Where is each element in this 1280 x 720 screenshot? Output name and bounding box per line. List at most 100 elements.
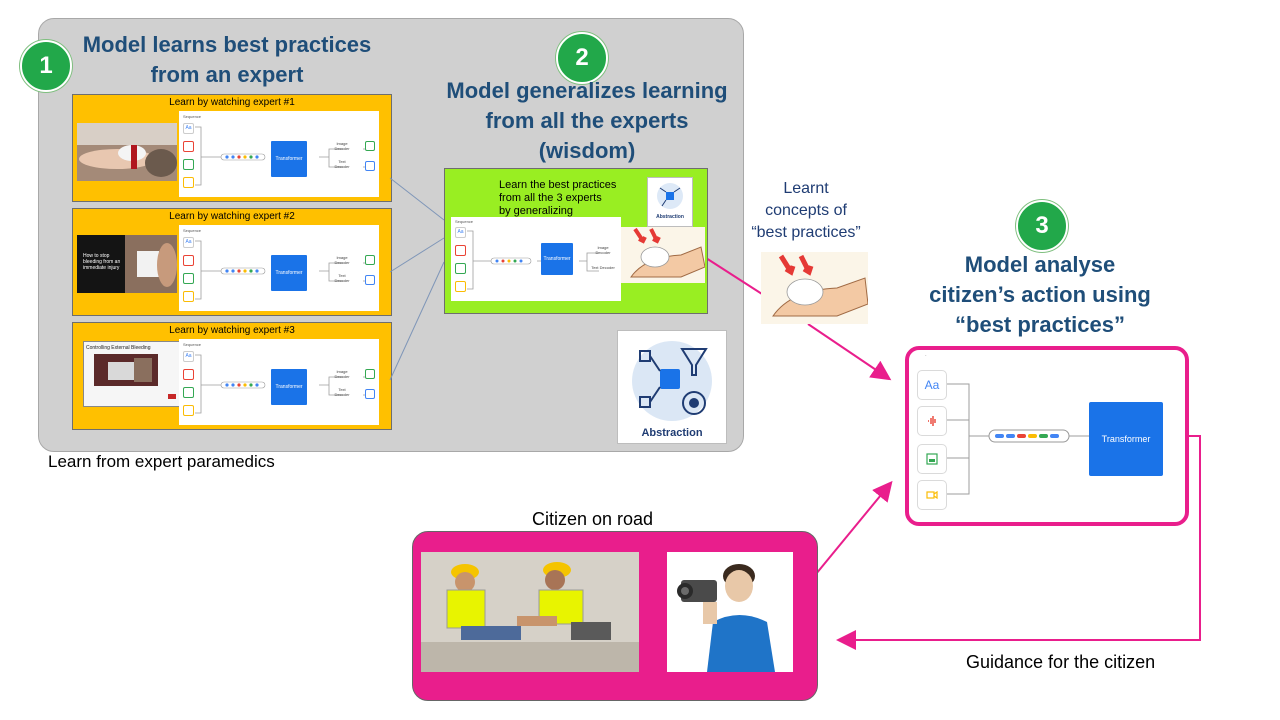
step3-line3: “best practices”: [955, 312, 1125, 337]
abstraction-label: Abstraction: [641, 427, 703, 439]
image-decoder-label: Image Decoder: [595, 245, 611, 255]
generalize-transformer: Transformer: [541, 243, 573, 275]
generalize-panel: Sequence Aa Transformer Image Decoder Te…: [444, 168, 708, 314]
funnel-icon: [680, 348, 708, 376]
audio-icon: [183, 255, 194, 266]
output-image-icon: [365, 369, 375, 379]
dressing-photo-icon: [77, 235, 177, 293]
generalize-text: Learn the best practices from all the 3 …: [499, 179, 649, 218]
mini-abstraction-label: Abstraction: [656, 214, 684, 220]
mini-diagram-3: Sequence Aa Transformer Image Decoder Te…: [179, 339, 379, 425]
text-icon: Aa: [183, 123, 194, 134]
guidance-caption: Guidance for the citizen: [966, 652, 1156, 672]
video-icon: [183, 291, 194, 302]
text-icon: Aa: [917, 370, 947, 400]
generalize-line3: by generalizing: [499, 205, 573, 217]
sequence-label: Sequence: [455, 219, 474, 224]
image-decoder-label: Image Decoder: [334, 255, 350, 265]
text-icon: Aa: [183, 237, 194, 248]
model-connectors: [947, 383, 1089, 495]
citizen-caption: Citizen on road: [532, 509, 654, 529]
video-icon: [917, 480, 947, 510]
learnt-line1: Learnt: [783, 180, 829, 197]
mini-connectors: [195, 354, 373, 414]
model-frame: . Aa Transformer: [905, 346, 1189, 526]
text-icon: Aa: [183, 351, 194, 362]
citizen-camera-photo: [667, 552, 793, 672]
image-icon: [183, 387, 194, 398]
output-text-icon: [365, 275, 375, 285]
learnt-concepts-label: Learnt concepts of “best practices”: [736, 178, 876, 244]
text-decoder-label: Text Decoder: [334, 273, 350, 283]
video-icon: [183, 405, 194, 416]
arrow-to-concepts: [705, 257, 763, 295]
image-icon: [455, 263, 466, 274]
learnt-line3: “best practices”: [751, 224, 861, 241]
learnt-concept-image: [761, 252, 869, 324]
arrow-guidance: [836, 435, 1201, 650]
generalize-connectors: [467, 230, 599, 290]
output-image-icon: [365, 255, 375, 265]
arrow-to-model: [807, 323, 892, 381]
expert-title-2: Learn by watching expert #2: [169, 211, 295, 222]
generalize-line1: Learn the best practices: [499, 179, 617, 191]
bleeding-video-icon: [94, 354, 158, 386]
expert-video-2: How to stop bleeding from an immediate i…: [77, 235, 177, 293]
expert-video-1: [77, 123, 177, 181]
step2-badge: 2: [556, 32, 608, 84]
pressure-bandage-icon: [621, 227, 706, 283]
learnt-line2: concepts of: [765, 202, 847, 219]
mini-transformer: Transformer: [271, 141, 307, 177]
text-decoder-label: Text Decoder: [334, 159, 350, 169]
arrow-citizen-to-model: [815, 480, 893, 575]
sequence-label: Sequence: [183, 228, 202, 233]
output-text-icon: [365, 389, 375, 399]
person-with-camera-icon: [667, 552, 793, 672]
text-decoder-label: Text Decoder: [591, 265, 615, 270]
step2-line2: from all the experts: [485, 108, 689, 133]
generalize-line2: from all the 3 experts: [499, 192, 602, 204]
model-dot: .: [925, 352, 927, 358]
video-title-3: Controlling External Bleeding: [86, 345, 151, 351]
expert-title-3: Learn by watching expert #3: [169, 325, 295, 336]
abstraction-icon: [657, 183, 683, 209]
image-decoder-label: Image Decoder: [334, 141, 350, 151]
step3-badge: 3: [1016, 200, 1068, 252]
expert-panel-2: Learn by watching expert #2 How to stop …: [72, 208, 392, 316]
generalize-diagram: Sequence Aa Transformer Image Decoder Te…: [451, 217, 621, 301]
mini-diagram-1: Sequence Aa Transformer Image Decoder Te…: [179, 111, 379, 197]
video-caption-2: How to stop bleeding from an immediate i…: [83, 253, 121, 271]
mini-connectors: [195, 240, 373, 300]
expert-video-3: Controlling External Bleeding: [83, 341, 183, 407]
step1-heading: Model learns best practices from an expe…: [66, 30, 388, 90]
output-text-icon: [365, 161, 375, 171]
expert-panel-3: Learn by watching expert #3 Controlling …: [72, 322, 392, 430]
connector-expert3: [389, 261, 445, 381]
bandaging-photo-icon: [77, 123, 177, 181]
step1-line2: from an expert: [150, 62, 304, 87]
image-icon: [917, 444, 947, 474]
sequence-label: Sequence: [183, 342, 202, 347]
video-icon: [455, 281, 466, 292]
text-icon: Aa: [455, 227, 466, 238]
step1-line1: Model learns best practices: [82, 32, 372, 57]
audio-icon: [455, 245, 466, 256]
audio-icon: [183, 141, 194, 152]
step3-line1: Model analyse: [964, 252, 1116, 277]
citizen-panel: [412, 531, 818, 701]
transformer-block: Transformer: [1089, 402, 1163, 476]
step2-heading: Model generalizes learning from all the …: [432, 76, 742, 166]
mini-transformer: Transformer: [271, 255, 307, 291]
audio-icon: [917, 406, 947, 436]
step2-line3: (wisdom): [538, 138, 636, 163]
best-practice-image: [621, 227, 706, 283]
video-logo-icon: [168, 394, 176, 399]
sequence-label: Sequence: [183, 114, 202, 119]
image-icon: [183, 273, 194, 284]
audio-icon: [183, 369, 194, 380]
mini-connectors: [195, 126, 373, 186]
abstraction-icon: [632, 341, 712, 421]
image-icon: [183, 159, 194, 170]
mini-abstraction-card: Abstraction: [647, 177, 693, 227]
